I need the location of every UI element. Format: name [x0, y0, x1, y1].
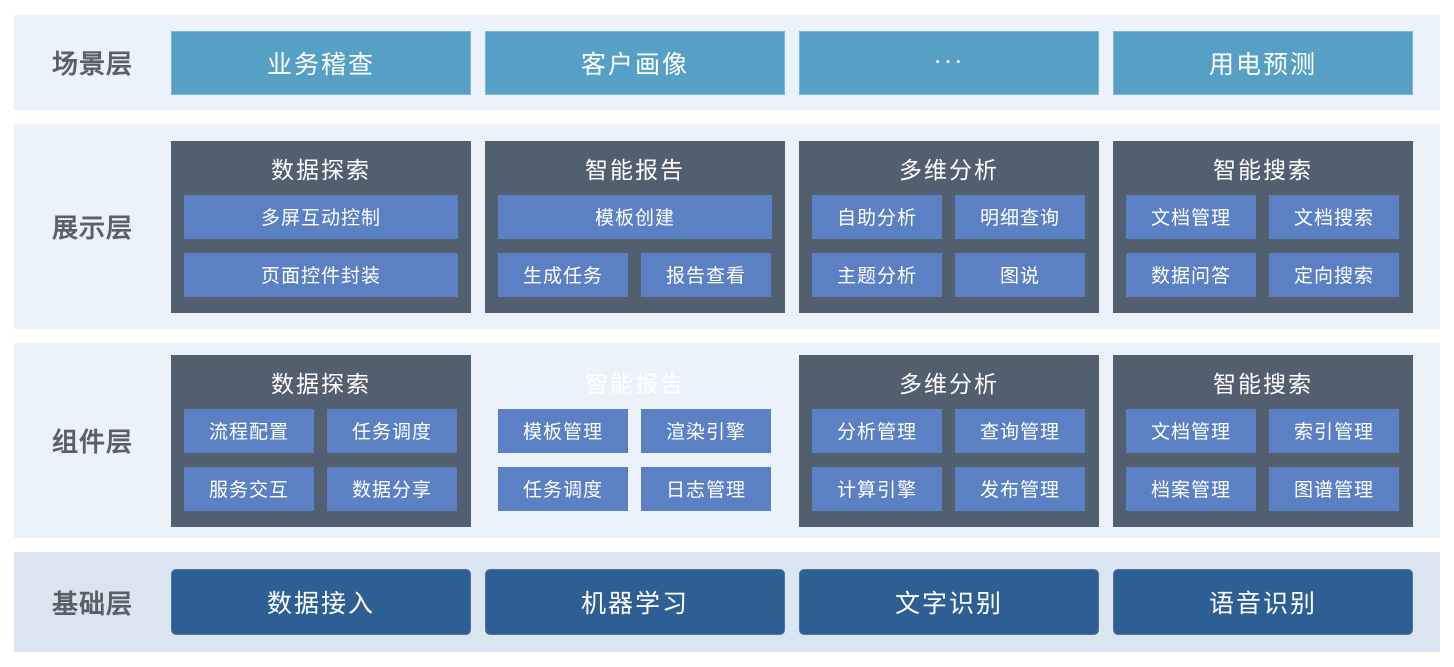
card-items: 模板创建 生成任务 报告查看 — [498, 194, 772, 297]
card-item: 文档搜索 — [1269, 194, 1399, 239]
card-items: 流程配置 任务调度 服务交互 数据分享 — [184, 408, 458, 511]
card-items: 多屏互动控制 页面控件封装 — [184, 194, 458, 297]
card-items: 分析管理 查询管理 计算引擎 发布管理 — [812, 408, 1086, 511]
scenario-block-3: 用电预测 — [1113, 30, 1413, 95]
card-item: 自助分析 — [812, 194, 942, 239]
display-card-multidim-analysis: 多维分析 自助分析 明细查询 主题分析 图说 — [799, 140, 1099, 313]
card-item: 索引管理 — [1269, 408, 1399, 453]
base-block-1: 机器学习 — [485, 569, 785, 635]
card-title: 数据探索 — [271, 157, 371, 183]
display-layer-label: 展示层 — [51, 213, 133, 243]
card-item: 发布管理 — [955, 466, 1085, 511]
card-item: 任务调度 — [327, 408, 457, 453]
base-block-0: 数据接入 — [171, 569, 471, 635]
card-item: 模板管理 — [498, 408, 628, 453]
component-card-data-exploration: 数据探索 流程配置 任务调度 服务交互 数据分享 — [171, 354, 471, 527]
component-layer-row: 组件层 数据探索 流程配置 任务调度 服务交互 数据分享 智能报告 模板管理 渲… — [14, 343, 1440, 538]
card-item: 主题分析 — [812, 252, 942, 297]
card-item: 查询管理 — [955, 408, 1085, 453]
card-item: 流程配置 — [184, 408, 314, 453]
card-item: 报告查看 — [641, 252, 771, 297]
component-card-smart-report: 智能报告 模板管理 渲染引擎 任务调度 日志管理 — [485, 355, 785, 527]
card-item: 分析管理 — [812, 408, 942, 453]
display-layer-row: 展示层 数据探索 多屏互动控制 页面控件封装 智能报告 模板创建 生成任务 报告… — [14, 124, 1440, 329]
card-items: 自助分析 明细查询 主题分析 图说 — [812, 194, 1086, 297]
base-layer-content: 数据接入 机器学习 文字识别 语音识别 — [171, 569, 1413, 635]
display-card-smart-report: 智能报告 模板创建 生成任务 报告查看 — [485, 140, 785, 313]
card-title: 智能报告 — [585, 371, 685, 397]
scenario-block-0: 业务稽查 — [171, 30, 471, 95]
base-block-3: 语音识别 — [1113, 569, 1413, 635]
component-layer-label: 组件层 — [51, 427, 133, 457]
card-title: 数据探索 — [271, 371, 371, 397]
display-layer-content: 数据探索 多屏互动控制 页面控件封装 智能报告 模板创建 生成任务 报告查看 多… — [171, 140, 1413, 313]
card-item: 明细查询 — [955, 194, 1085, 239]
card-title: 多维分析 — [899, 371, 999, 397]
card-item: 图说 — [955, 252, 1085, 297]
scenario-layer-row: 场景层 业务稽查 客户画像 ··· 用电预测 — [14, 15, 1440, 110]
scenario-block-ellipsis: ··· — [799, 30, 1099, 95]
component-card-smart-search: 智能搜索 文档管理 索引管理 档案管理 图谱管理 — [1113, 354, 1413, 527]
card-item: 文档管理 — [1126, 194, 1256, 239]
card-item: 档案管理 — [1126, 466, 1256, 511]
scenario-block-1: 客户画像 — [485, 30, 785, 95]
card-item: 数据分享 — [327, 466, 457, 511]
card-item: 多屏互动控制 — [184, 194, 458, 239]
card-items: 模板管理 渲染引擎 任务调度 日志管理 — [498, 408, 772, 511]
card-item: 日志管理 — [641, 466, 771, 511]
card-item: 文档管理 — [1126, 408, 1256, 453]
card-item: 数据问答 — [1126, 252, 1256, 297]
card-item: 任务调度 — [498, 466, 628, 511]
scenario-layer-label: 场景层 — [51, 49, 133, 79]
card-item: 页面控件封装 — [184, 252, 458, 297]
display-card-data-exploration: 数据探索 多屏互动控制 页面控件封装 — [171, 140, 471, 313]
card-title: 智能搜索 — [1213, 157, 1313, 183]
component-layer-content: 数据探索 流程配置 任务调度 服务交互 数据分享 智能报告 模板管理 渲染引擎 … — [171, 354, 1413, 527]
card-item: 图谱管理 — [1269, 466, 1399, 511]
card-item: 定向搜索 — [1269, 252, 1399, 297]
card-item: 渲染引擎 — [641, 408, 771, 453]
card-item: 服务交互 — [184, 466, 314, 511]
base-layer-label: 基础层 — [51, 588, 133, 619]
scenario-layer-content: 业务稽查 客户画像 ··· 用电预测 — [171, 30, 1413, 95]
card-items: 文档管理 文档搜索 数据问答 定向搜索 — [1126, 194, 1400, 297]
base-layer-row: 基础层 数据接入 机器学习 文字识别 语音识别 — [14, 552, 1440, 652]
card-item: 模板创建 — [498, 194, 772, 239]
card-title: 智能搜索 — [1213, 371, 1313, 397]
display-card-smart-search: 智能搜索 文档管理 文档搜索 数据问答 定向搜索 — [1113, 140, 1413, 313]
card-item: 计算引擎 — [812, 466, 942, 511]
base-block-2: 文字识别 — [799, 569, 1099, 635]
card-title: 智能报告 — [585, 157, 685, 183]
card-items: 文档管理 索引管理 档案管理 图谱管理 — [1126, 408, 1400, 511]
component-card-multidim-analysis: 多维分析 分析管理 查询管理 计算引擎 发布管理 — [799, 354, 1099, 527]
card-title: 多维分析 — [899, 157, 999, 183]
card-item: 生成任务 — [498, 252, 628, 297]
